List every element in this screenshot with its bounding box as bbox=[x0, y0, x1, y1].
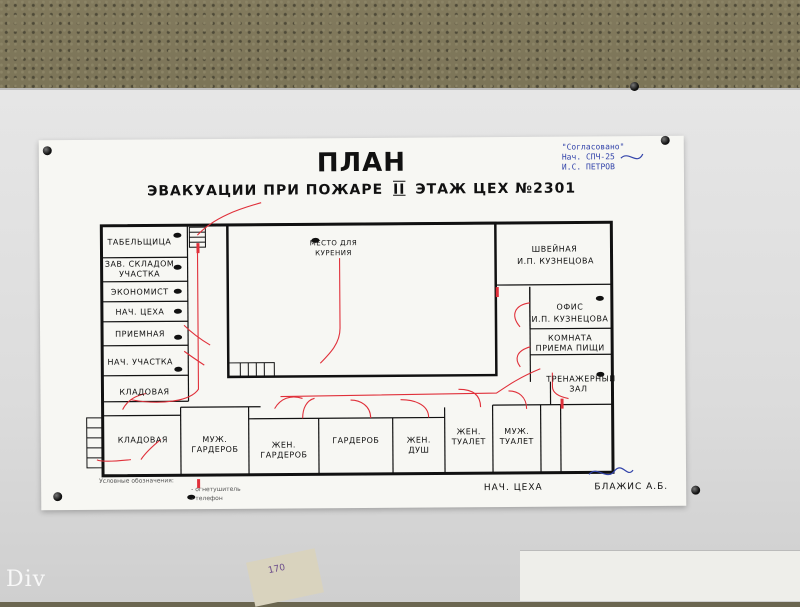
room-muzh-garderob: МУЖ. ГАРДЕРОБ bbox=[185, 435, 245, 455]
room-zhen-garderob: ЖЕН. ГАРДЕРОБ bbox=[253, 440, 315, 460]
second-sheet bbox=[520, 550, 800, 601]
room-ofis-owner: И.П. КУЗНЕЦОВА bbox=[530, 314, 610, 325]
pin bbox=[691, 486, 700, 495]
room-zhen-dush: ЖЕН. ДУШ bbox=[397, 435, 441, 455]
room-kladovaya-1: КЛАДОВАЯ bbox=[104, 387, 184, 398]
approval-signature bbox=[621, 154, 643, 159]
pin bbox=[630, 82, 639, 91]
staircase-courtyard bbox=[228, 363, 274, 377]
room-kladovaya-2: КЛАДОВАЯ bbox=[105, 435, 181, 446]
room-komnata-pishchi: КОМНАТА ПРИЕМА ПИЩИ bbox=[534, 333, 606, 354]
signature-name: БЛАЖИС А.Б. bbox=[594, 482, 668, 493]
legend-extinguisher: - огнетушитель bbox=[191, 485, 241, 494]
room-priemnaya: ПРИЕМНАЯ bbox=[104, 329, 176, 340]
room-shveynaya: ШВЕЙНАЯ bbox=[509, 244, 599, 255]
room-shveynaya-owner: И.П. КУЗНЕЦОВА bbox=[506, 256, 606, 267]
room-zav-skladom: ЗАВ. СКЛАДОМ УЧАСТКА bbox=[104, 259, 176, 280]
room-tabelshchitsa: ТАБЕЛЬЩИЦА bbox=[103, 237, 175, 248]
room-muzh-tualet: МУЖ. ТУАЛЕТ bbox=[495, 427, 539, 447]
room-zhen-tualet: ЖЕН. ТУАЛЕТ bbox=[447, 427, 491, 447]
evacuation-plan-poster: ПЛАН ЭВАКУАЦИИ ПРИ ПОЖАРЕ II ЭТАЖ ЦЕХ №2… bbox=[39, 136, 687, 510]
room-mesto-kureniya: МЕСТО ДЛЯ КУРЕНИЯ bbox=[301, 238, 365, 258]
legend-phone: - телефон bbox=[191, 494, 241, 503]
plan-legend: Условные обозначения: - огнетушитель - т… bbox=[99, 476, 241, 504]
room-ekonomist: ЭКОНОМИСТ bbox=[104, 287, 176, 298]
room-garderob: ГАРДЕРОБ bbox=[323, 436, 389, 446]
room-trenazherny-zal: ТРЕНАЖЕРНЫЙ ЗАЛ bbox=[546, 374, 610, 394]
signature-block: НАЧ. ЦЕХА БЛАЖИС А.Б. bbox=[484, 482, 668, 493]
room-nach-uchastka: НАЧ. УЧАСТКА bbox=[104, 357, 176, 368]
fire-extinguisher-icons bbox=[195, 241, 564, 489]
watermark-text: Div bbox=[6, 567, 46, 592]
room-ofis: ОФИС bbox=[534, 302, 606, 313]
room-nach-tsekha: НАЧ. ЦЕХА bbox=[104, 307, 176, 318]
signature-role: НАЧ. ЦЕХА bbox=[484, 483, 543, 493]
